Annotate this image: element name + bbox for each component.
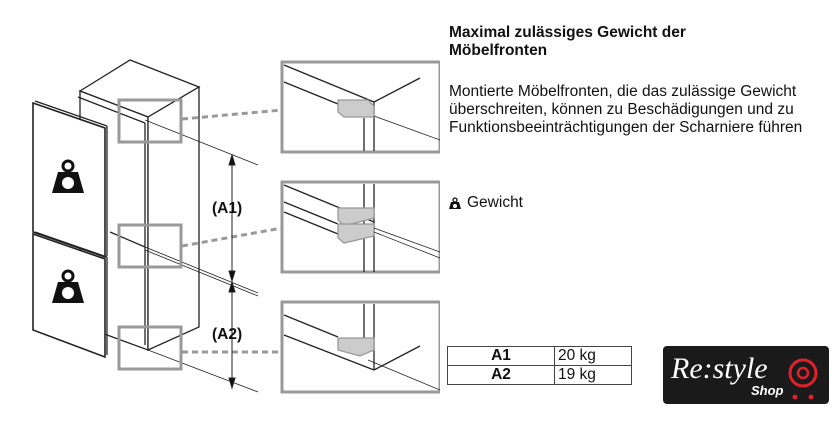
table-value: 19 kg xyxy=(554,365,632,385)
restyle-shop-logo: Re:style Shop xyxy=(663,346,829,404)
hinge-highlight-middle xyxy=(117,223,183,269)
logo-text: Re:style xyxy=(671,352,768,385)
hinge-highlight-bottom xyxy=(117,325,183,371)
cart-at-icon xyxy=(788,358,818,400)
dimension-lines xyxy=(228,153,236,390)
dimension-label-a2: (A2) xyxy=(212,326,243,343)
hinge-detail-middle xyxy=(280,180,440,274)
dimension-label-a1: (A1) xyxy=(212,200,243,217)
table-key: A1 xyxy=(447,346,555,366)
section-title: Maximal zulässiges Gewicht der Möbelfron… xyxy=(449,24,686,59)
hinge-detail-top xyxy=(280,60,440,154)
table-key: A2 xyxy=(447,365,555,385)
description: Montierte Möbelfronten, die das zulässig… xyxy=(449,83,803,136)
weight-icon xyxy=(449,196,461,209)
weight-icon xyxy=(52,269,84,303)
fridge-diagram xyxy=(32,59,440,394)
logo-subtext: Shop xyxy=(751,383,784,398)
hinge-highlight-top xyxy=(117,98,183,144)
table-value: 20 kg xyxy=(554,346,632,366)
legend-label: Gewicht xyxy=(467,194,523,211)
hinge-detail-bottom xyxy=(280,300,440,394)
legend: Gewicht xyxy=(449,194,523,212)
weight-icon xyxy=(52,159,84,193)
